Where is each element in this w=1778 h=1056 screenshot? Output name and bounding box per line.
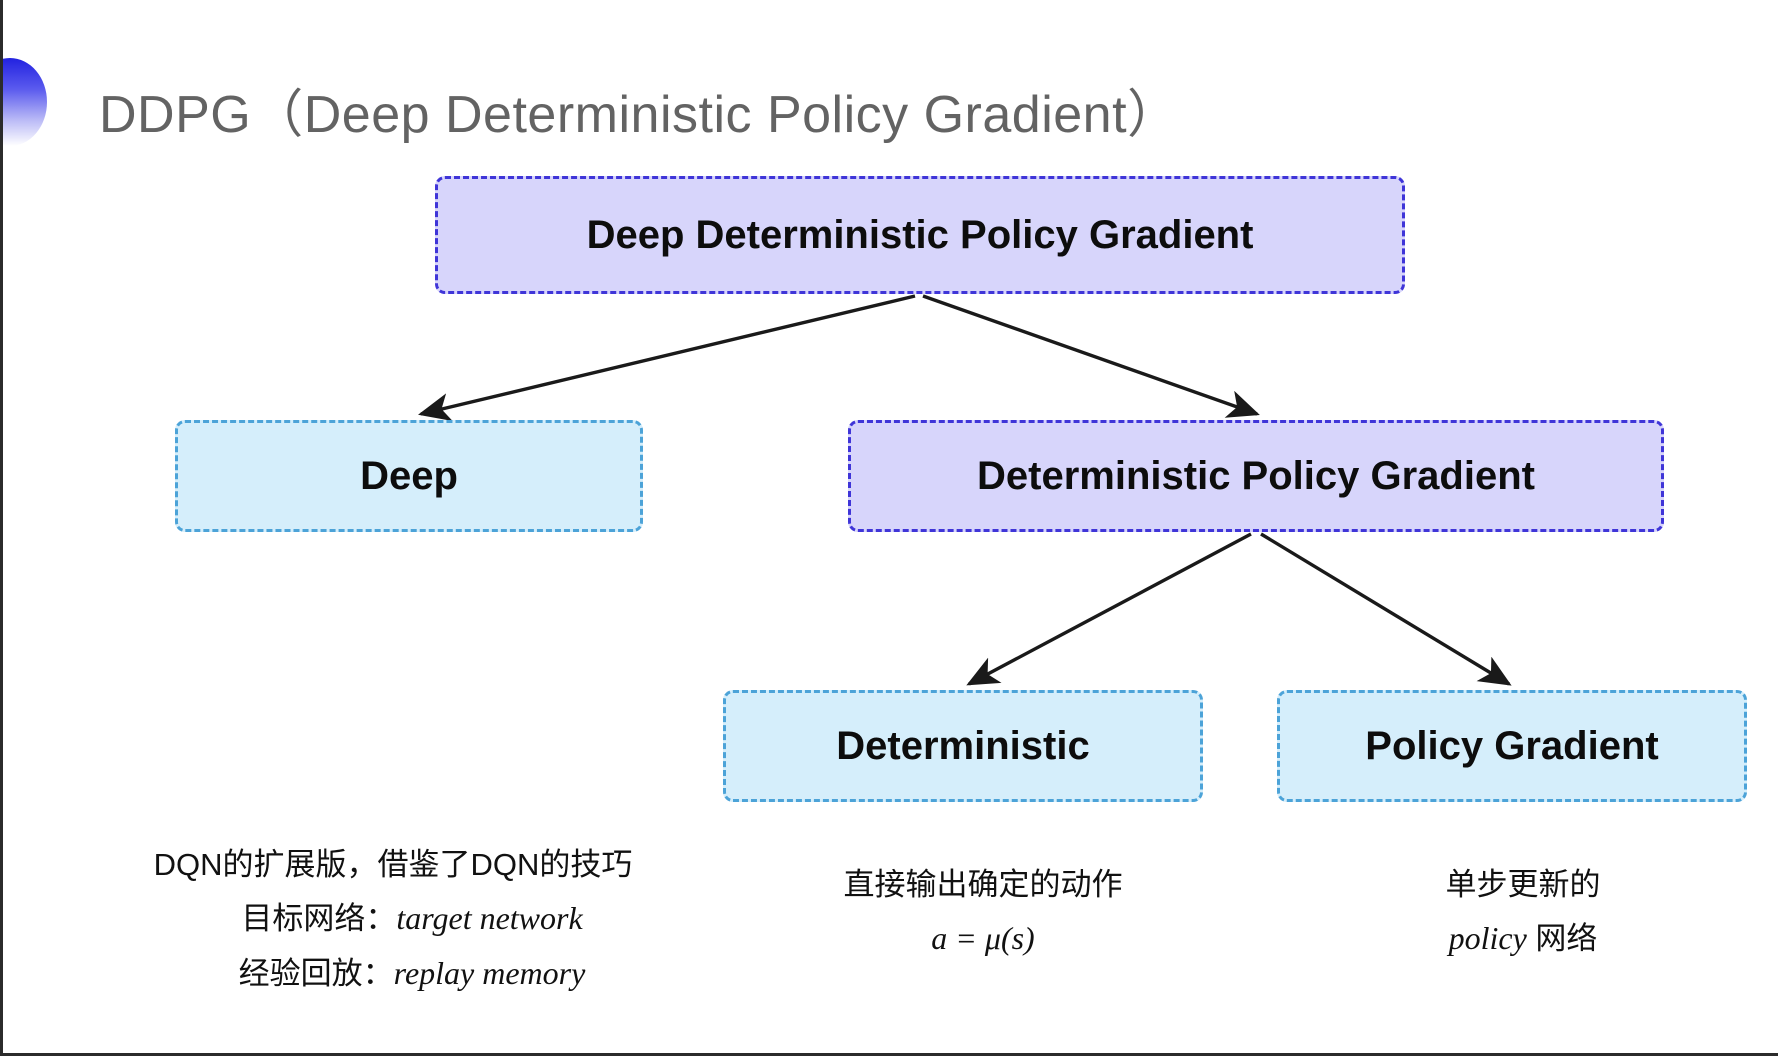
- edge-root-to-dpg: [922, 294, 1260, 418]
- annotation-deep-line2-label: 目标网络：: [241, 901, 397, 937]
- node-label: Deep Deterministic Policy Gradient: [586, 213, 1254, 257]
- annotation-policy-gradient-math: policy: [1448, 920, 1527, 957]
- annotation-deep-line3-label: 经验回放：: [238, 956, 394, 992]
- annotation-deep-line3: 经验回放：replay memory: [113, 946, 673, 1001]
- annotation-deep: DQN的扩展版，借鉴了DQN的技巧 目标网络：target network 经验…: [113, 838, 673, 1001]
- node-label: Deterministic: [836, 724, 1090, 768]
- annotation-policy-gradient-suffix: 网络: [1526, 921, 1598, 957]
- annotation-policy-gradient-line1: 单步更新的: [1445, 867, 1601, 902]
- annotation-deep-line3-math: replay memory: [393, 955, 586, 992]
- annotation-deterministic: 直接输出确定的动作 a = μ(s): [803, 858, 1163, 966]
- annotation-deterministic-formula: a = μ(s): [931, 920, 1035, 957]
- annotation-deep-line2: 目标网络：target network: [113, 891, 673, 946]
- node-deep[interactable]: Deep: [175, 420, 643, 532]
- node-deep-deterministic-policy-gradient[interactable]: Deep Deterministic Policy Gradient: [435, 176, 1405, 294]
- edge-root-to-deep: [418, 294, 916, 422]
- node-label: Deterministic Policy Gradient: [977, 454, 1535, 498]
- gradient-circle-bullet-icon: [3, 58, 47, 146]
- node-deterministic[interactable]: Deterministic: [723, 690, 1203, 802]
- edge-dpg-to-deterministic: [966, 532, 1252, 686]
- node-deterministic-policy-gradient[interactable]: Deterministic Policy Gradient: [848, 420, 1664, 532]
- annotation-policy-gradient-line2: policy 网络: [1343, 911, 1703, 966]
- annotation-deterministic-line1: 直接输出确定的动作: [843, 867, 1123, 902]
- edge-dpg-to-policy-gradient: [1260, 532, 1512, 686]
- node-policy-gradient[interactable]: Policy Gradient: [1277, 690, 1747, 802]
- annotation-deep-line2-math: target network: [396, 900, 583, 937]
- node-label: Deep: [360, 454, 458, 498]
- node-label: Policy Gradient: [1365, 724, 1659, 768]
- annotation-deep-line1: DQN的扩展版，借鉴了DQN的技巧: [153, 847, 633, 882]
- annotation-policy-gradient: 单步更新的 policy 网络: [1343, 858, 1703, 966]
- page-title: DDPG（Deep Deterministic Policy Gradient）: [99, 86, 1180, 144]
